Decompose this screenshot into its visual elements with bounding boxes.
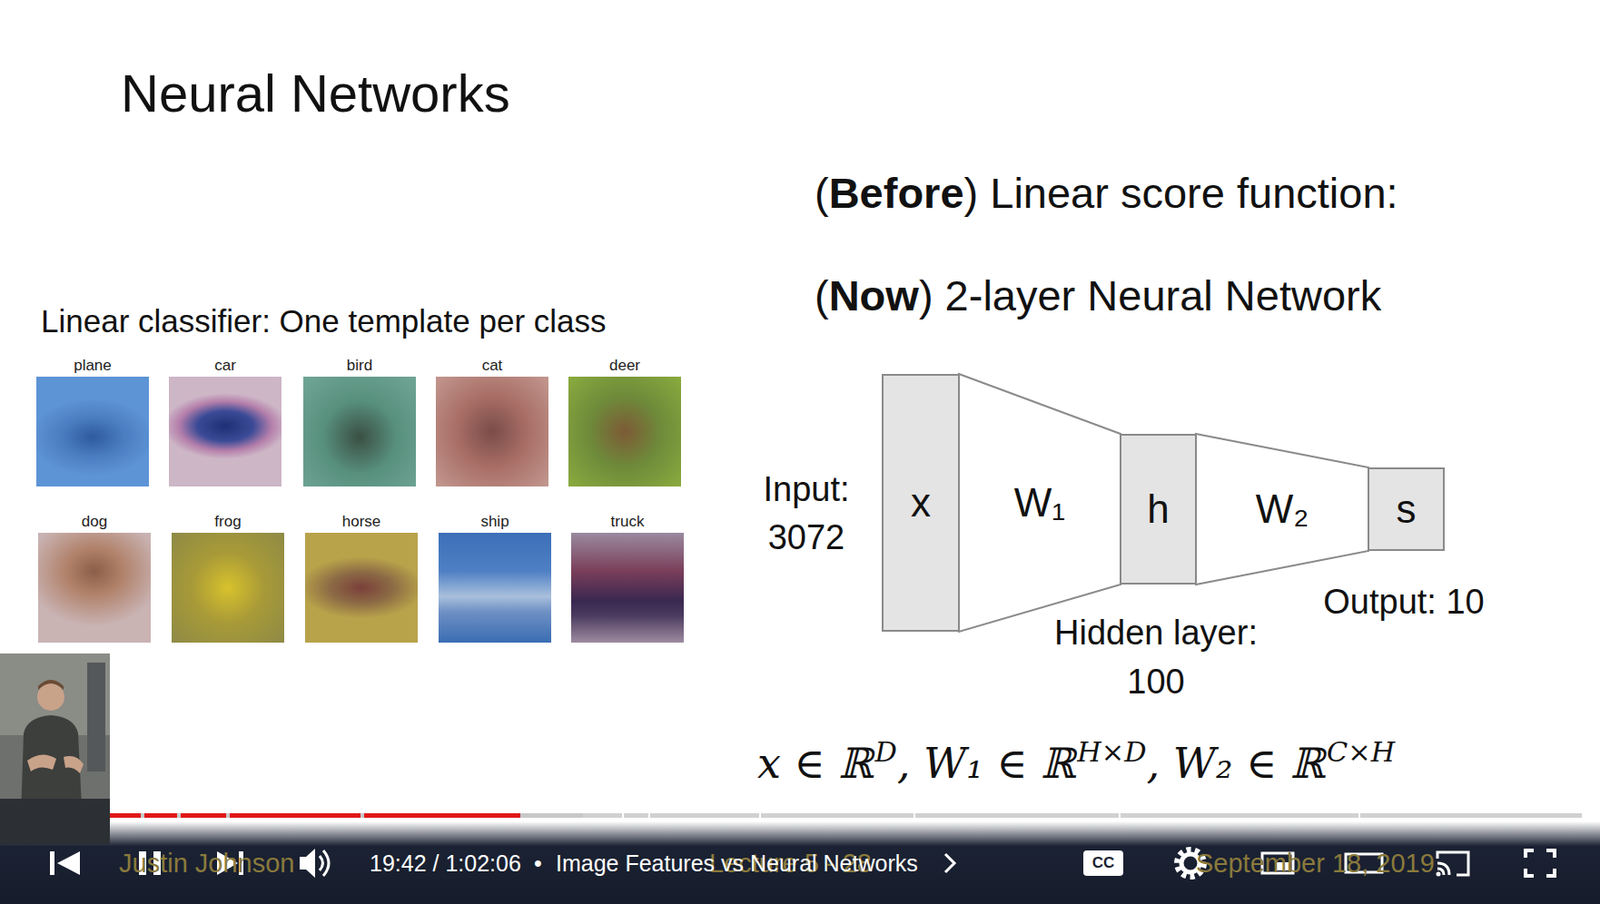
class-template: truck (571, 512, 684, 643)
template-image (168, 376, 282, 487)
class-label: ship (438, 512, 552, 532)
trapezoid-shape (1195, 434, 1369, 585)
class-template: plane (36, 355, 149, 487)
class-label: car (168, 355, 282, 376)
class-label: plane (36, 355, 149, 376)
template-image (303, 376, 416, 487)
class-label: horse (305, 512, 418, 532)
dimension-label: Input: 3072 (747, 465, 866, 563)
subheading-text: Linear classifier: One template per clas… (40, 302, 607, 341)
footer-text: Justin Johnson (118, 847, 295, 880)
footer-text: September 18, 2019 (1195, 847, 1435, 880)
time-display: 19:42 / 1:02:06 (369, 849, 522, 878)
class-template: bird (303, 355, 416, 487)
chapter-title: Image Features vs Neural Networks (555, 849, 919, 878)
math-term: , W₂ ∈ ℝ (1146, 739, 1326, 789)
template-image (171, 533, 285, 643)
heading-text: (Now) 2-layer Neural Network (814, 270, 1382, 322)
trapezoid-shape (958, 374, 1121, 633)
math-term: , W₁ ∈ ℝ (897, 739, 1077, 789)
speaker-video (0, 653, 110, 845)
emphasis-word: Now (829, 271, 919, 320)
template-image (435, 376, 549, 487)
heading-text: (Before) Linear score function: (814, 167, 1399, 219)
math-superscript: C×H (1326, 736, 1395, 769)
template-image (568, 376, 682, 487)
weight-layer: W₂ (1195, 434, 1369, 585)
class-label: frog (171, 512, 285, 532)
template-image (305, 533, 418, 643)
class-label: bird (303, 355, 416, 376)
class-template: deer (568, 355, 682, 487)
class-template: cat (435, 355, 549, 487)
layer-symbol: x (910, 479, 931, 527)
template-image (38, 533, 151, 643)
class-label: truck (571, 512, 684, 532)
vector-box: x (881, 374, 960, 633)
layer-symbol: W₁ (1014, 479, 1066, 527)
class-template: dog (38, 512, 151, 643)
template-image (36, 376, 149, 487)
class-label: deer (568, 355, 682, 376)
template-image (438, 533, 552, 643)
vector-box: h (1119, 434, 1197, 585)
class-label: dog (38, 512, 151, 532)
separator-dot: • (533, 849, 543, 878)
emphasis-word: Before (829, 168, 965, 218)
layer-symbol: W₂ (1255, 485, 1310, 534)
math-formula: x ∈ ℝD, W₁ ∈ ℝH×D, W₂ ∈ ℝC×H (757, 726, 1395, 791)
class-label: cat (435, 355, 549, 376)
math-term: x ∈ ℝ (757, 739, 873, 789)
class-template: frog (171, 512, 285, 643)
vector-box: s (1367, 467, 1445, 552)
weight-layer: W₁ (958, 374, 1121, 633)
class-template: ship (438, 512, 552, 643)
dimension-label: Output: 10 (1313, 581, 1495, 623)
progress-bar (18, 812, 1582, 820)
dimension-label: Hidden layer: 100 (1042, 608, 1270, 707)
control-bar (0, 821, 1600, 904)
template-image (571, 533, 684, 643)
class-template: car (168, 355, 282, 487)
math-superscript: D (874, 736, 897, 769)
layer-symbol: s (1396, 485, 1417, 534)
class-template: horse (305, 512, 418, 643)
captions-button: CC (1083, 852, 1124, 875)
math-superscript: H×D (1076, 736, 1146, 769)
slide-title: Neural Networks (120, 61, 511, 126)
layer-symbol: h (1146, 485, 1169, 534)
